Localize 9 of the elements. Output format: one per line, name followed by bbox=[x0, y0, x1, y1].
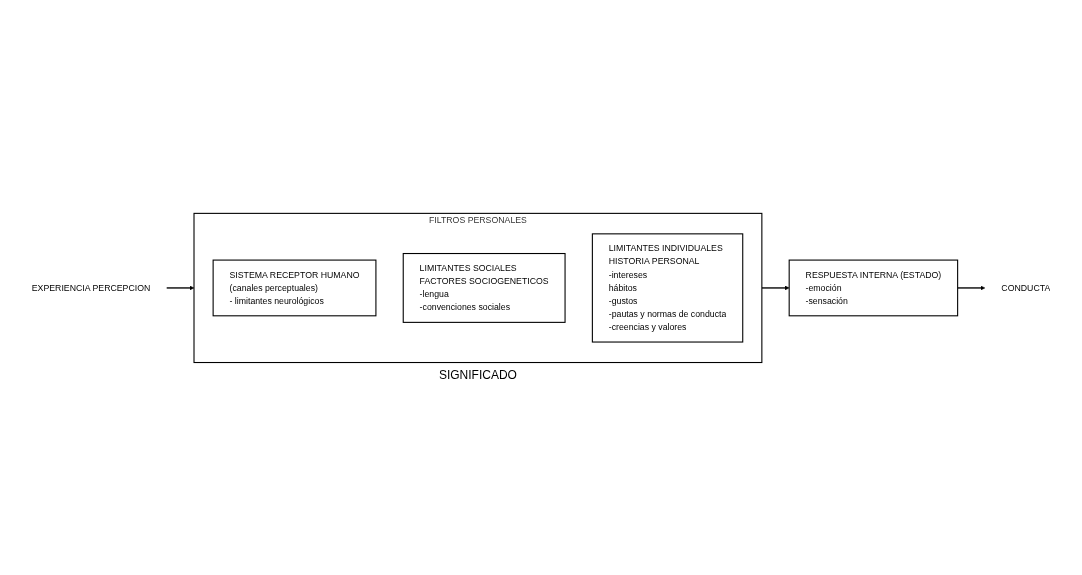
arrow bbox=[761, 285, 790, 290]
node-box: RESPUESTA INTERNA (ESTADO) -emoción -sensación bbox=[788, 259, 959, 316]
node-box: SISTEMA RECEPTOR HUMANO (canales perceptuales) - limitantes neurológicos bbox=[212, 259, 377, 316]
node-box: LIMITANTES SOCIALES FACTORES SOCIOGENETICOS -lengua -convenciones sociales bbox=[402, 252, 566, 323]
node-text: CONDUCTA bbox=[1001, 282, 1051, 292]
node-text: EXPERIENCIA PERCEPCION bbox=[31, 282, 151, 292]
node-box: LIMITANTES INDIVIDUALES HISTORIA PERSONAL -intereses hábitos -gustos -pautas y normas de conducta -creencias y valores bbox=[591, 232, 744, 343]
box-caption: SIGNIFICADO bbox=[438, 368, 517, 383]
arrow bbox=[166, 285, 195, 290]
